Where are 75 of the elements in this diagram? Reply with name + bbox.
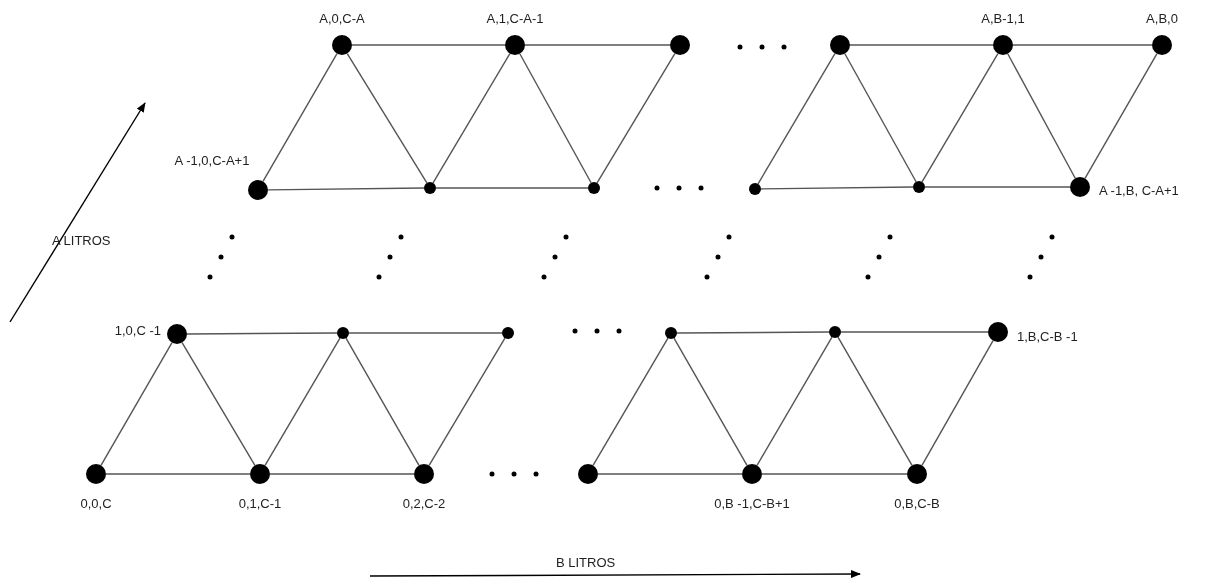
- connector-line: [840, 331, 989, 333]
- vertex-label: A -1,0,C-A+1: [174, 153, 250, 168]
- vertex-dot: [1152, 35, 1172, 55]
- connector-line: [269, 473, 415, 475]
- connector-line: [673, 337, 748, 467]
- connector-line: [596, 52, 676, 184]
- vertex-label: A -1,B, C-A+1: [1099, 183, 1179, 198]
- connector-line: [756, 336, 833, 467]
- vertex-dot: [424, 182, 436, 194]
- vertex-dot: [993, 35, 1013, 55]
- vertex-dot: [337, 327, 349, 339]
- vertex-label: A,1,C-A-1: [486, 11, 544, 26]
- vertex-dot: [332, 35, 352, 55]
- vertex-label: 0,B -1,C-B+1: [714, 496, 790, 511]
- connector-line: [592, 337, 669, 467]
- connector-line: [348, 332, 503, 334]
- connector-line: [1084, 52, 1158, 180]
- vertex-dot: [167, 324, 187, 344]
- vertex-label: 0,B,C-B: [894, 496, 940, 511]
- vertex-dot: [1070, 177, 1090, 197]
- vertex-dot: [588, 182, 600, 194]
- vertex-dot: [829, 326, 841, 338]
- vertex-dot: [86, 464, 106, 484]
- connector-line: [757, 52, 836, 185]
- vertex-dot: [250, 464, 270, 484]
- vertex-label: 0,0,C: [80, 496, 112, 511]
- connector-line: [761, 473, 908, 475]
- vertex-label: A,0,C-A: [319, 11, 365, 26]
- vertex-label: A,B-1,1: [981, 11, 1025, 26]
- vertex-label: 1,B,C-B -1: [1017, 329, 1078, 344]
- connector-line: [100, 341, 173, 467]
- connector-line: [105, 473, 251, 475]
- vertex-dot: [505, 35, 525, 55]
- connector-line: [1007, 53, 1076, 179]
- connector-line: [849, 44, 994, 46]
- connector-line: [519, 53, 592, 184]
- connector-line: [921, 340, 994, 466]
- connector-line: [921, 52, 999, 183]
- axis-label: B LITROS: [556, 555, 616, 570]
- connector-line: [760, 186, 914, 190]
- axis-label: A LITROS: [52, 233, 111, 248]
- vertex-dot: [670, 35, 690, 55]
- vertex-label: 1,0,C -1: [114, 323, 161, 338]
- vertex-label: 0,1,C-1: [238, 496, 282, 511]
- vertex-dot: [742, 464, 762, 484]
- vertex-dot: [578, 464, 598, 484]
- connector-line: [345, 337, 420, 467]
- vertex-dot: [502, 327, 514, 339]
- connector-line: [181, 341, 256, 467]
- connector-line: [262, 52, 338, 183]
- vertex-label: 0,2,C-2: [402, 496, 446, 511]
- vertex-dot: [248, 180, 268, 200]
- vertex-label: A,B,0: [1146, 11, 1178, 26]
- connector-line: [267, 187, 425, 191]
- connector-line: [524, 44, 671, 46]
- connector-line: [351, 44, 506, 46]
- vertex-dot: [913, 181, 925, 193]
- connector-line: [346, 52, 428, 184]
- connector-line: [264, 337, 341, 467]
- vertex-dot: [665, 327, 677, 339]
- connector-line: [676, 331, 830, 334]
- connector-line: [924, 186, 1071, 188]
- vertex-dot: [907, 464, 927, 484]
- connector-line: [432, 52, 511, 184]
- connector-line: [428, 337, 506, 467]
- vertex-dot: [830, 35, 850, 55]
- connector-line: [837, 336, 913, 467]
- connector-line: [844, 53, 917, 183]
- connector-line: [597, 473, 743, 475]
- vertex-dot: [988, 322, 1008, 342]
- vertex-dot: [749, 183, 761, 195]
- connector-line: [1012, 44, 1153, 46]
- connector-line: [186, 332, 338, 335]
- connector-line: [435, 187, 589, 189]
- vertex-dot: [414, 464, 434, 484]
